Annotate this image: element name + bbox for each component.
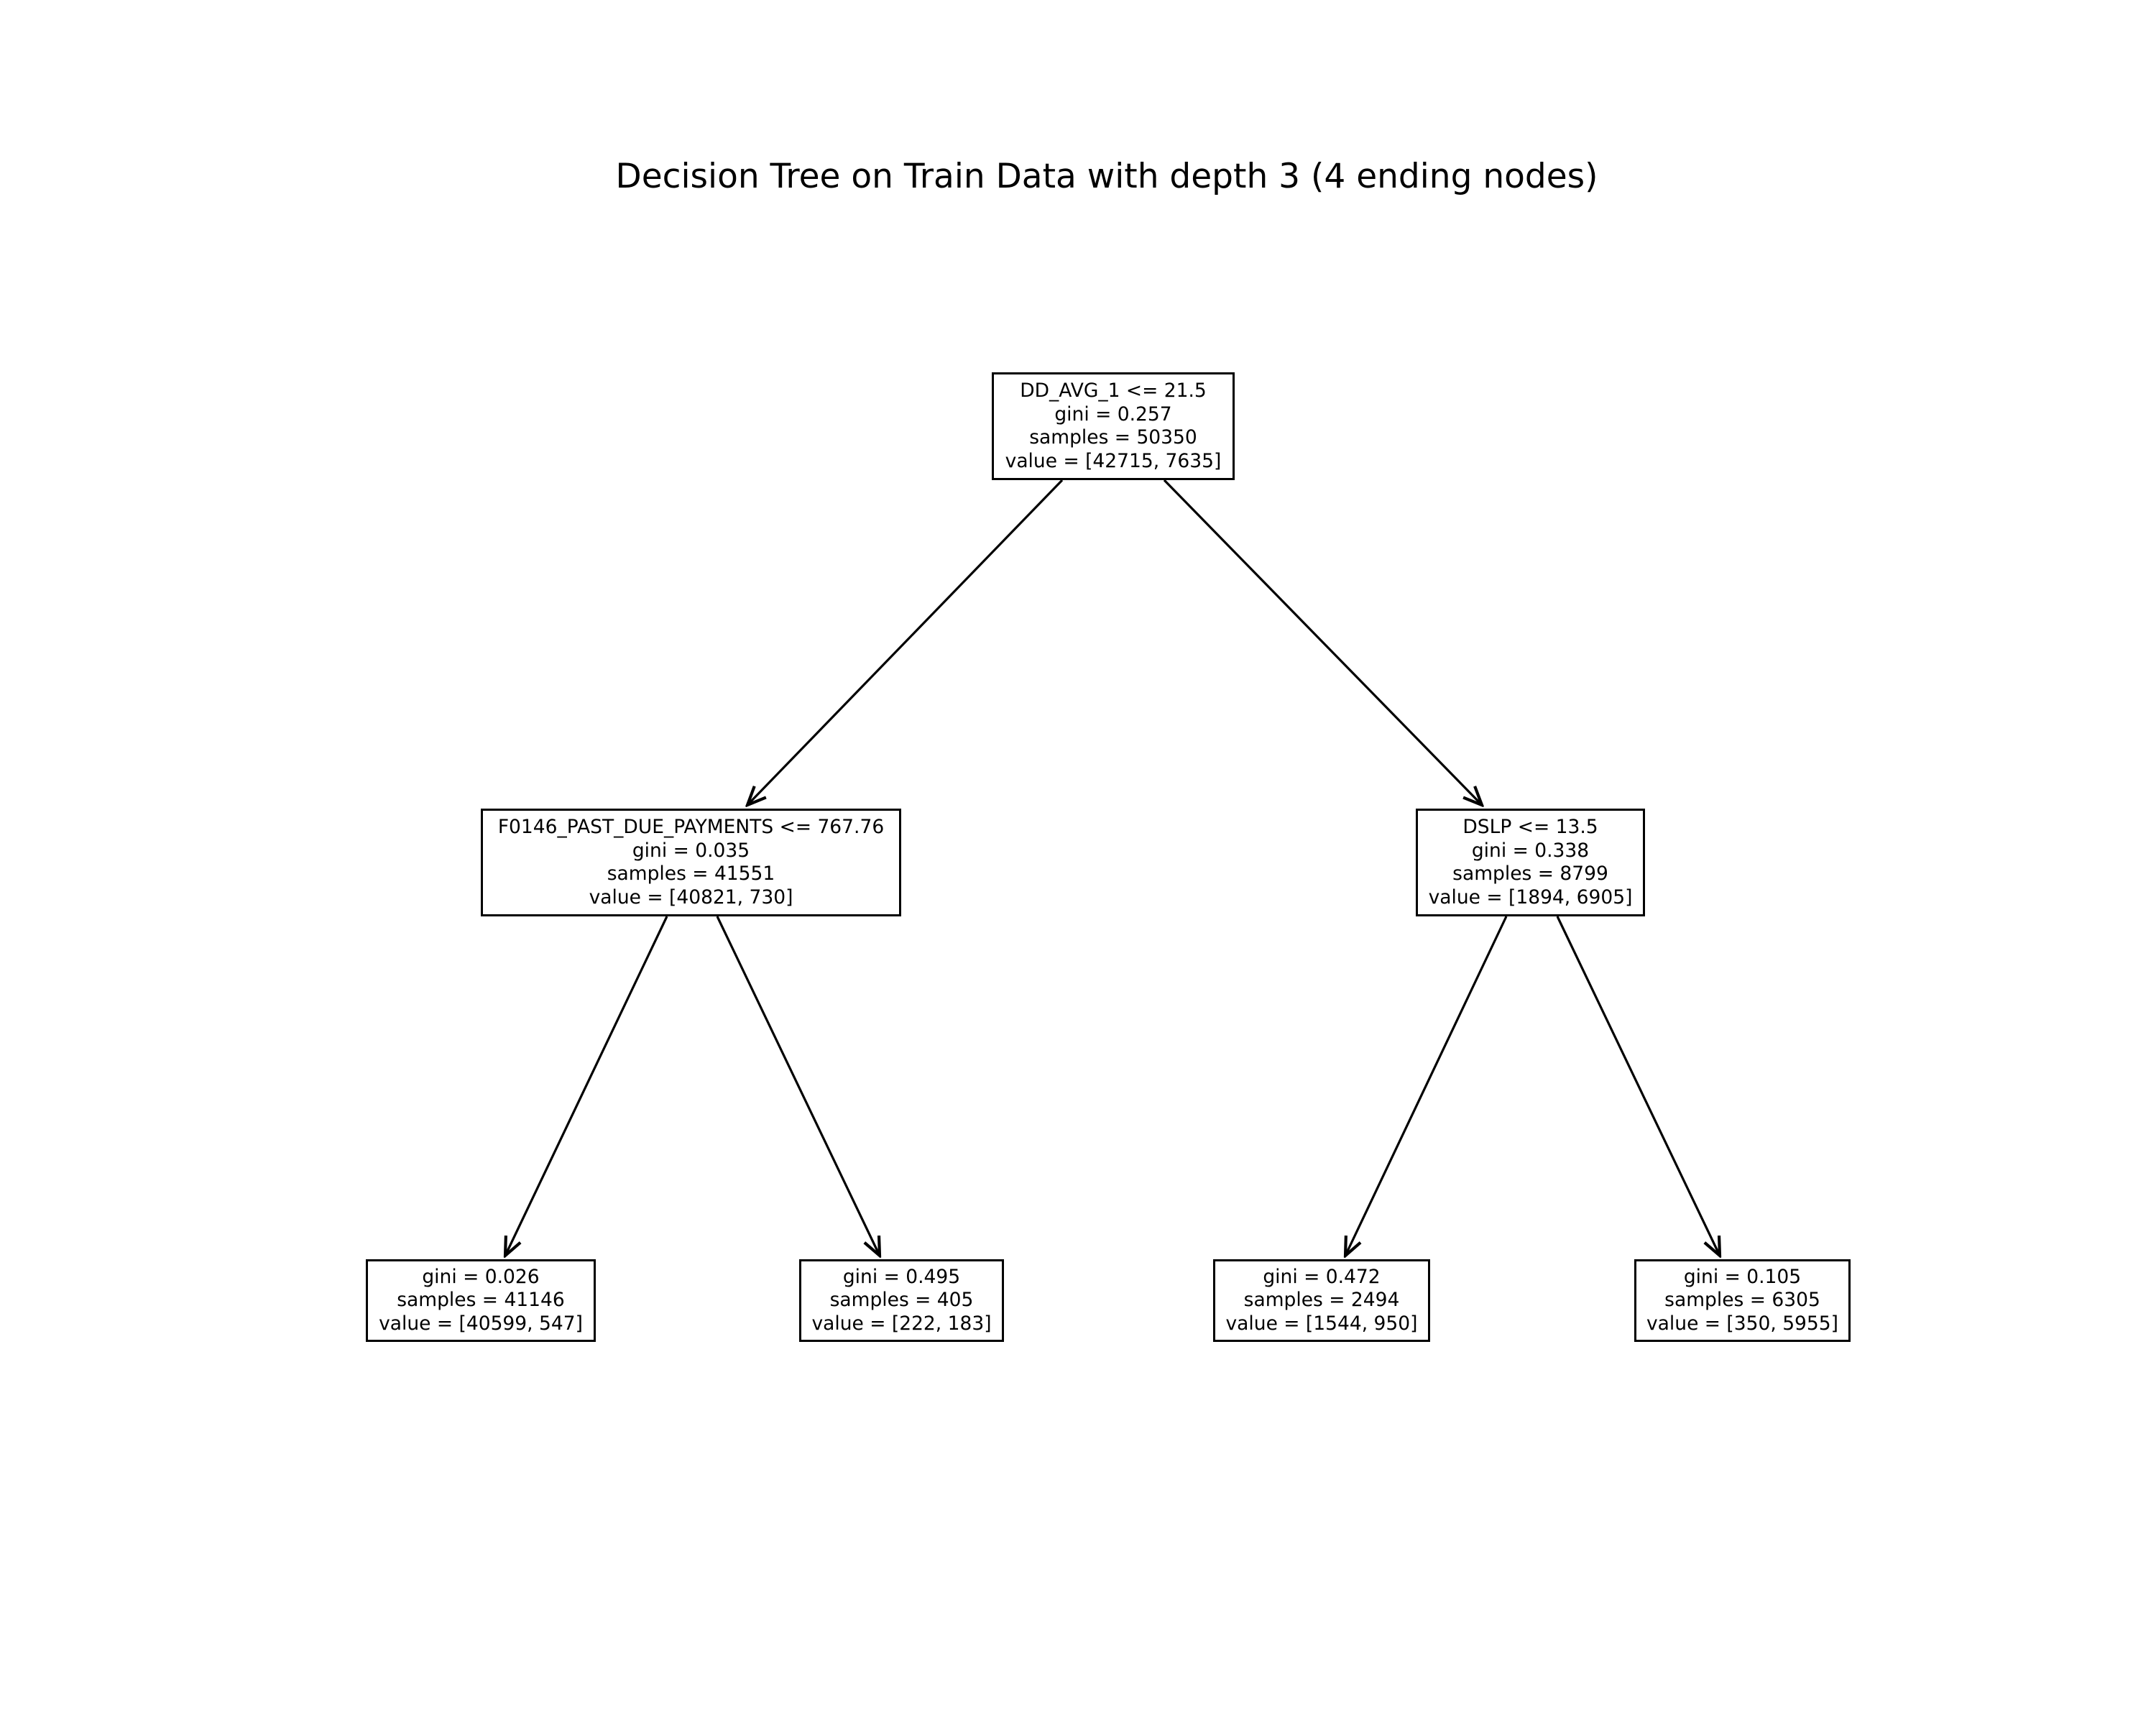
node-split-rule: F0146_PAST_DUE_PAYMENTS <= 767.76 <box>497 816 885 838</box>
node-samples: samples = 41551 <box>607 862 775 885</box>
node-value: value = [1894, 6905] <box>1428 886 1633 908</box>
node-samples: samples = 6305 <box>1664 1289 1820 1312</box>
edge-left-to-left-left <box>505 916 668 1256</box>
node-value: value = [350, 5955] <box>1646 1312 1838 1335</box>
node-gini: gini = 0.495 <box>842 1265 961 1288</box>
node-gini: gini = 0.472 <box>1263 1265 1381 1288</box>
node-gini: gini = 0.105 <box>1683 1265 1802 1288</box>
tree-leaf-right-left: gini = 0.472 samples = 2494 value = [154… <box>1213 1259 1430 1342</box>
edge-root-to-right <box>1163 479 1482 805</box>
node-split-rule: DD_AVG_1 <= 21.5 <box>1020 380 1207 402</box>
node-samples: samples = 41146 <box>397 1289 565 1312</box>
node-samples: samples = 2494 <box>1243 1289 1400 1312</box>
node-gini: gini = 0.026 <box>422 1265 540 1288</box>
node-value: value = [40599, 547] <box>379 1312 583 1335</box>
edge-root-to-left <box>747 479 1064 805</box>
edge-left-to-left-right <box>716 916 880 1256</box>
node-samples: samples = 405 <box>829 1289 974 1312</box>
tree-node-left: F0146_PAST_DUE_PAYMENTS <= 767.76 gini =… <box>481 809 901 916</box>
node-value: value = [222, 183] <box>811 1312 992 1335</box>
tree-leaf-right-right: gini = 0.105 samples = 6305 value = [350… <box>1634 1259 1851 1342</box>
node-split-rule: DSLP <= 13.5 <box>1462 816 1598 838</box>
diagram-title: Decision Tree on Train Data with depth 3… <box>615 157 1598 196</box>
node-gini: gini = 0.035 <box>632 839 750 862</box>
tree-node-root: DD_AVG_1 <= 21.5 gini = 0.257 samples = … <box>992 372 1235 480</box>
tree-leaf-left-right: gini = 0.495 samples = 405 value = [222,… <box>799 1259 1004 1342</box>
edge-right-to-right-left <box>1345 916 1508 1256</box>
node-samples: samples = 8799 <box>1452 862 1608 885</box>
node-value: value = [42715, 7635] <box>1005 449 1222 472</box>
node-value: value = [1544, 950] <box>1225 1312 1418 1335</box>
node-gini: gini = 0.257 <box>1054 402 1172 426</box>
node-samples: samples = 50350 <box>1029 426 1197 448</box>
tree-leaf-left-left: gini = 0.026 samples = 41146 value = [40… <box>366 1259 596 1342</box>
tree-node-right: DSLP <= 13.5 gini = 0.338 samples = 8799… <box>1416 809 1645 916</box>
edge-right-to-right-right <box>1556 916 1720 1256</box>
node-gini: gini = 0.338 <box>1471 839 1590 862</box>
node-value: value = [40821, 730] <box>589 886 793 908</box>
